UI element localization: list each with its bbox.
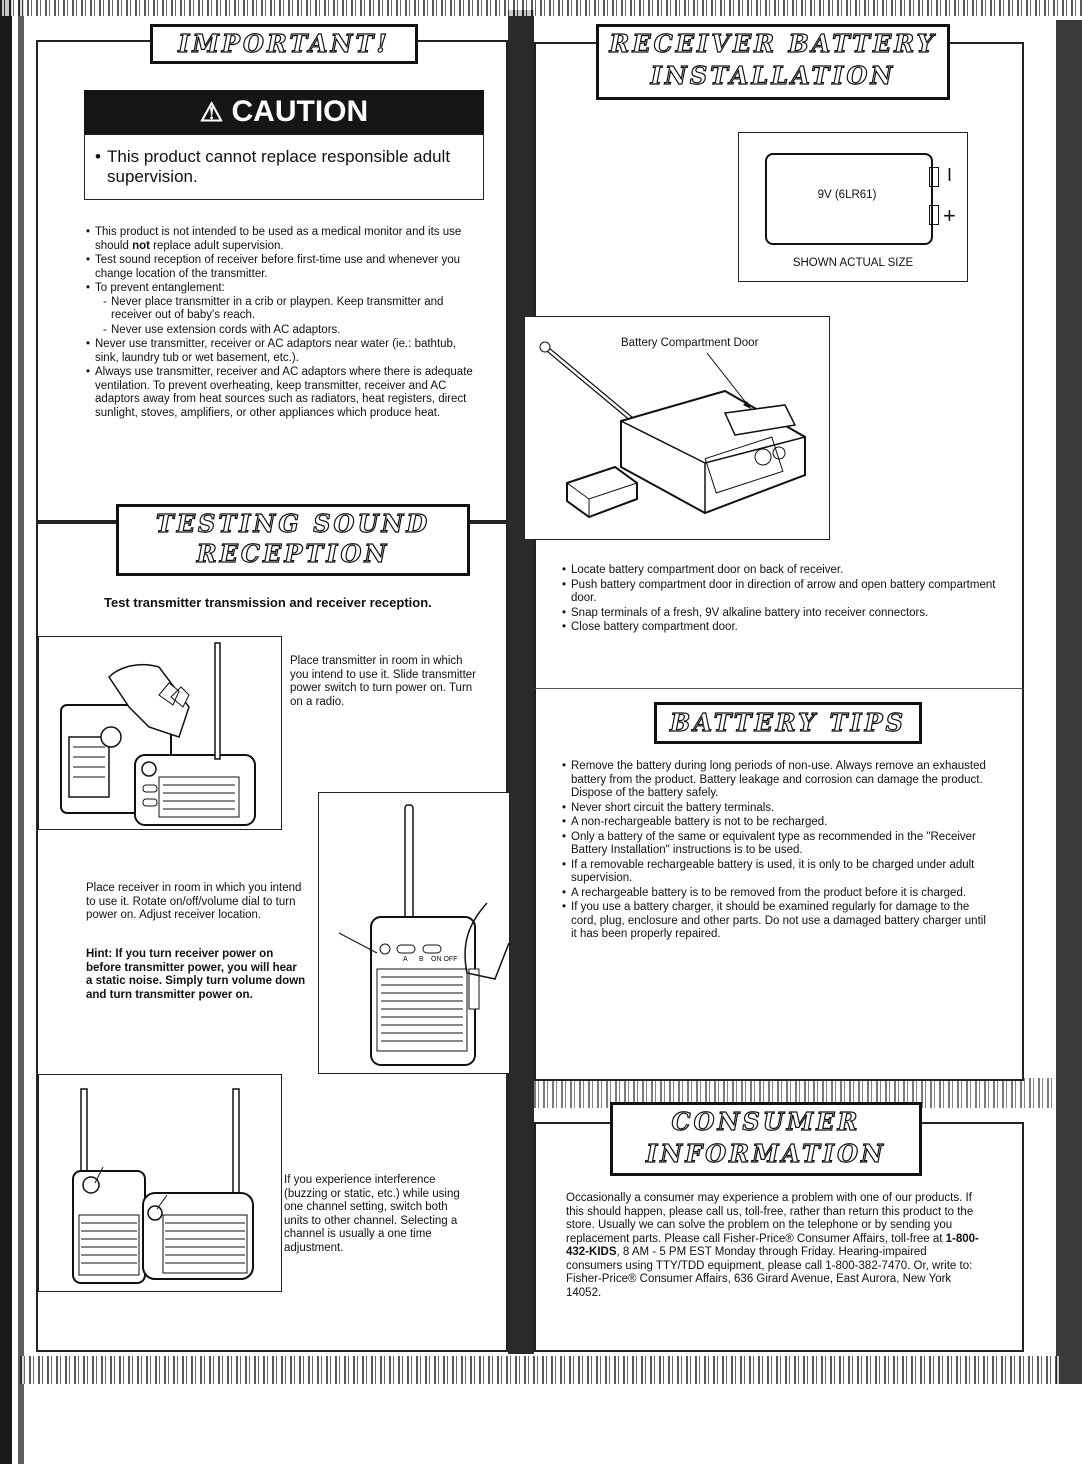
important-sub-bullet-1: Never place transmitter in a crib or pla… [103,296,478,323]
two-units-drawing [72,1088,254,1284]
battery-minus-mark: I [947,165,953,185]
testing-subtitle: Test transmitter transmission and receiv… [104,595,432,610]
testing-rule-right [466,522,508,523]
caution-box: • This product cannot replace responsibl… [84,134,484,200]
battery-outline [765,153,933,245]
channel-a-label: A [403,956,408,963]
important-heading: IMPORTANT! [150,24,418,64]
receiver-battery-heading-line2: INSTALLATION [650,61,896,90]
testing-heading-line2: RECEPTION [196,539,390,568]
battery-terminal-bottom [929,205,939,225]
battery-plus-mark: + [943,203,956,228]
testing-hint: Hint: If you turn receiver power on befo… [86,948,306,1001]
receiver-dial-illustration: A B ON OFF [318,792,510,1074]
testing-rule-left [36,522,116,523]
consumer-heading-line1: CONSUMER [671,1107,861,1136]
receiver-battery-heading: RECEIVER BATTERY INSTALLATION [596,24,950,100]
consumer-body: Occasionally a consumer may experience a… [566,1192,979,1299]
important-bullet-4: Never use transmitter, receiver or AC ad… [86,338,478,365]
battery-step-1: Locate battery compartment door on back … [562,564,1002,578]
channel-b-label: B [419,956,424,963]
battery-terminal-top [929,167,939,187]
transmitter-radio-drawing [60,642,256,826]
testing-step1: Place transmitter in room in which you i… [290,655,477,708]
consumer-phone: 1-800-432-KIDS [566,1232,979,1259]
caution-banner: ⚠ CAUTION [84,90,484,134]
battery-tip-3: A non-rechargeable battery is not to be … [562,816,992,830]
testing-step3: If you experience interference (buzzing … [284,1174,460,1254]
receiver-battery-steps: Locate battery compartment door on back … [562,564,1002,636]
testing-heading: TESTING SOUND RECEPTION [116,504,470,576]
receiver-dial-drawing [338,804,510,1066]
battery-tip-4: Only a battery of the same or equivalent… [562,831,992,858]
warning-triangle-icon: ⚠ [199,97,224,127]
scan-noise-bottom [20,1356,1060,1384]
important-bullets: This product is not intended to be used … [86,226,478,421]
scan-noise-top [0,0,1082,16]
caution-label: CAUTION [231,95,369,128]
consumer-heading-line2: INFORMATION [645,1139,886,1168]
battery-step-2: Push battery compartment door in directi… [562,579,1002,606]
scan-edge-right [1056,20,1082,1384]
important-bullet-3: To prevent entanglement: Never place tra… [86,282,478,337]
transmitter-radio-illustration [38,636,282,830]
consumer-heading: CONSUMER INFORMATION [610,1102,922,1176]
battery-tip-6: A rechargeable battery is to be removed … [562,887,992,901]
battery-tip-2: Never short circuit the battery terminal… [562,802,992,816]
important-bullet-5: Always use transmitter, receiver and AC … [86,366,478,420]
on-off-label: ON OFF [431,956,458,963]
scan-edge-left [0,0,12,1464]
important-sub-bullet-2: Never use extension cords with AC adapto… [103,324,478,338]
battery-tip-1: Remove the battery during long periods o… [562,760,992,801]
important-bullet-2: Test sound reception of receiver before … [86,254,478,281]
battery-tips-list: Remove the battery during long periods o… [562,760,992,943]
battery-step-4: Close battery compartment door. [562,621,1002,635]
battery-compartment-drawing [539,341,806,519]
important-bullet-1: This product is not intended to be used … [86,226,478,253]
battery-tip-5: If a removable rechargeable battery is u… [562,859,992,886]
battery-type-label: 9V (6LR61) [817,189,877,201]
center-divider [508,10,534,1354]
shown-actual-size-label: SHOWN ACTUAL SIZE [792,257,914,269]
battery-compartment-illustration: Battery Compartment Door [524,316,830,540]
battery-size-box: I + 9V (6LR61) SHOWN ACTUAL SIZE [738,132,968,282]
battery-step-3: Snap terminals of a fresh, 9V alkaline b… [562,607,1002,621]
scan-edge-left-inner [18,0,24,1464]
battery-door-label: Battery Compartment Door [621,337,759,349]
battery-tips-heading: BATTERY TIPS [654,702,922,744]
testing-heading-line1: TESTING SOUND [155,509,431,538]
testing-step2: Place receiver in room in which you inte… [86,882,302,921]
two-units-illustration [38,1074,282,1292]
receiver-battery-heading-line1: RECEIVER BATTERY [609,29,937,58]
battery-tip-7: If you use a battery charger, it should … [562,901,992,942]
caution-text: This product cannot replace responsible … [107,147,451,186]
